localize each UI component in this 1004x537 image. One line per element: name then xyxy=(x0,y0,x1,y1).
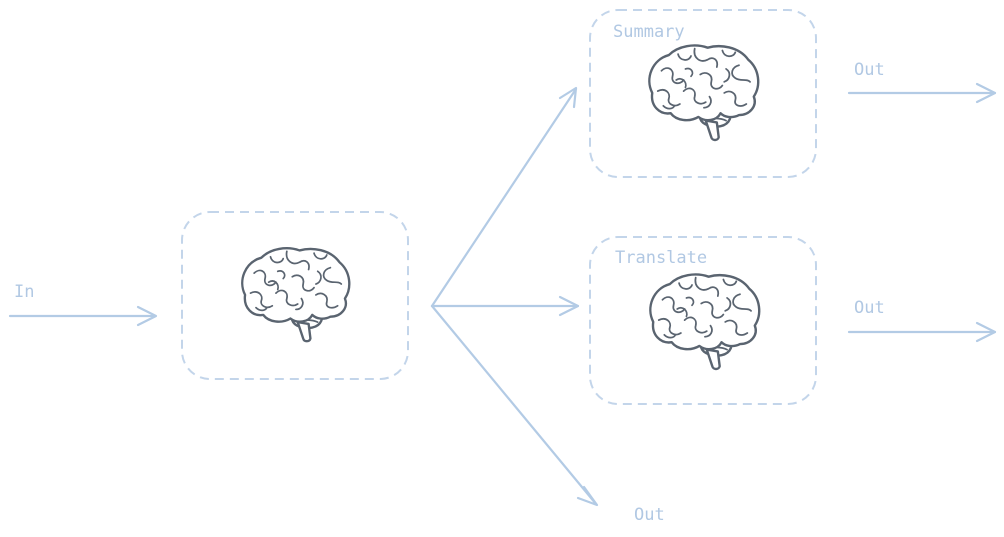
router-node xyxy=(181,211,409,380)
translate-box xyxy=(589,236,817,405)
translate-output-label: Out xyxy=(854,298,885,318)
brain-icon xyxy=(241,247,351,343)
input-arrow xyxy=(8,305,158,327)
brain-icon xyxy=(648,44,760,142)
edge-to-output xyxy=(430,304,599,507)
translate-node: Translate xyxy=(589,236,817,405)
summary-output-arrow xyxy=(847,82,997,104)
input-label: In xyxy=(14,282,34,302)
translate-label: Translate xyxy=(615,248,707,268)
summary-node: Summary xyxy=(589,9,817,178)
edge-to-summary xyxy=(430,86,578,308)
brain-icon xyxy=(649,273,761,371)
router-box xyxy=(181,211,409,380)
summary-output-label: Out xyxy=(854,60,885,80)
summary-label: Summary xyxy=(613,22,685,42)
direct-output-label: Out xyxy=(634,505,665,525)
translate-output-arrow xyxy=(847,321,997,343)
edge-to-translate xyxy=(430,295,580,317)
summary-box xyxy=(589,9,817,178)
